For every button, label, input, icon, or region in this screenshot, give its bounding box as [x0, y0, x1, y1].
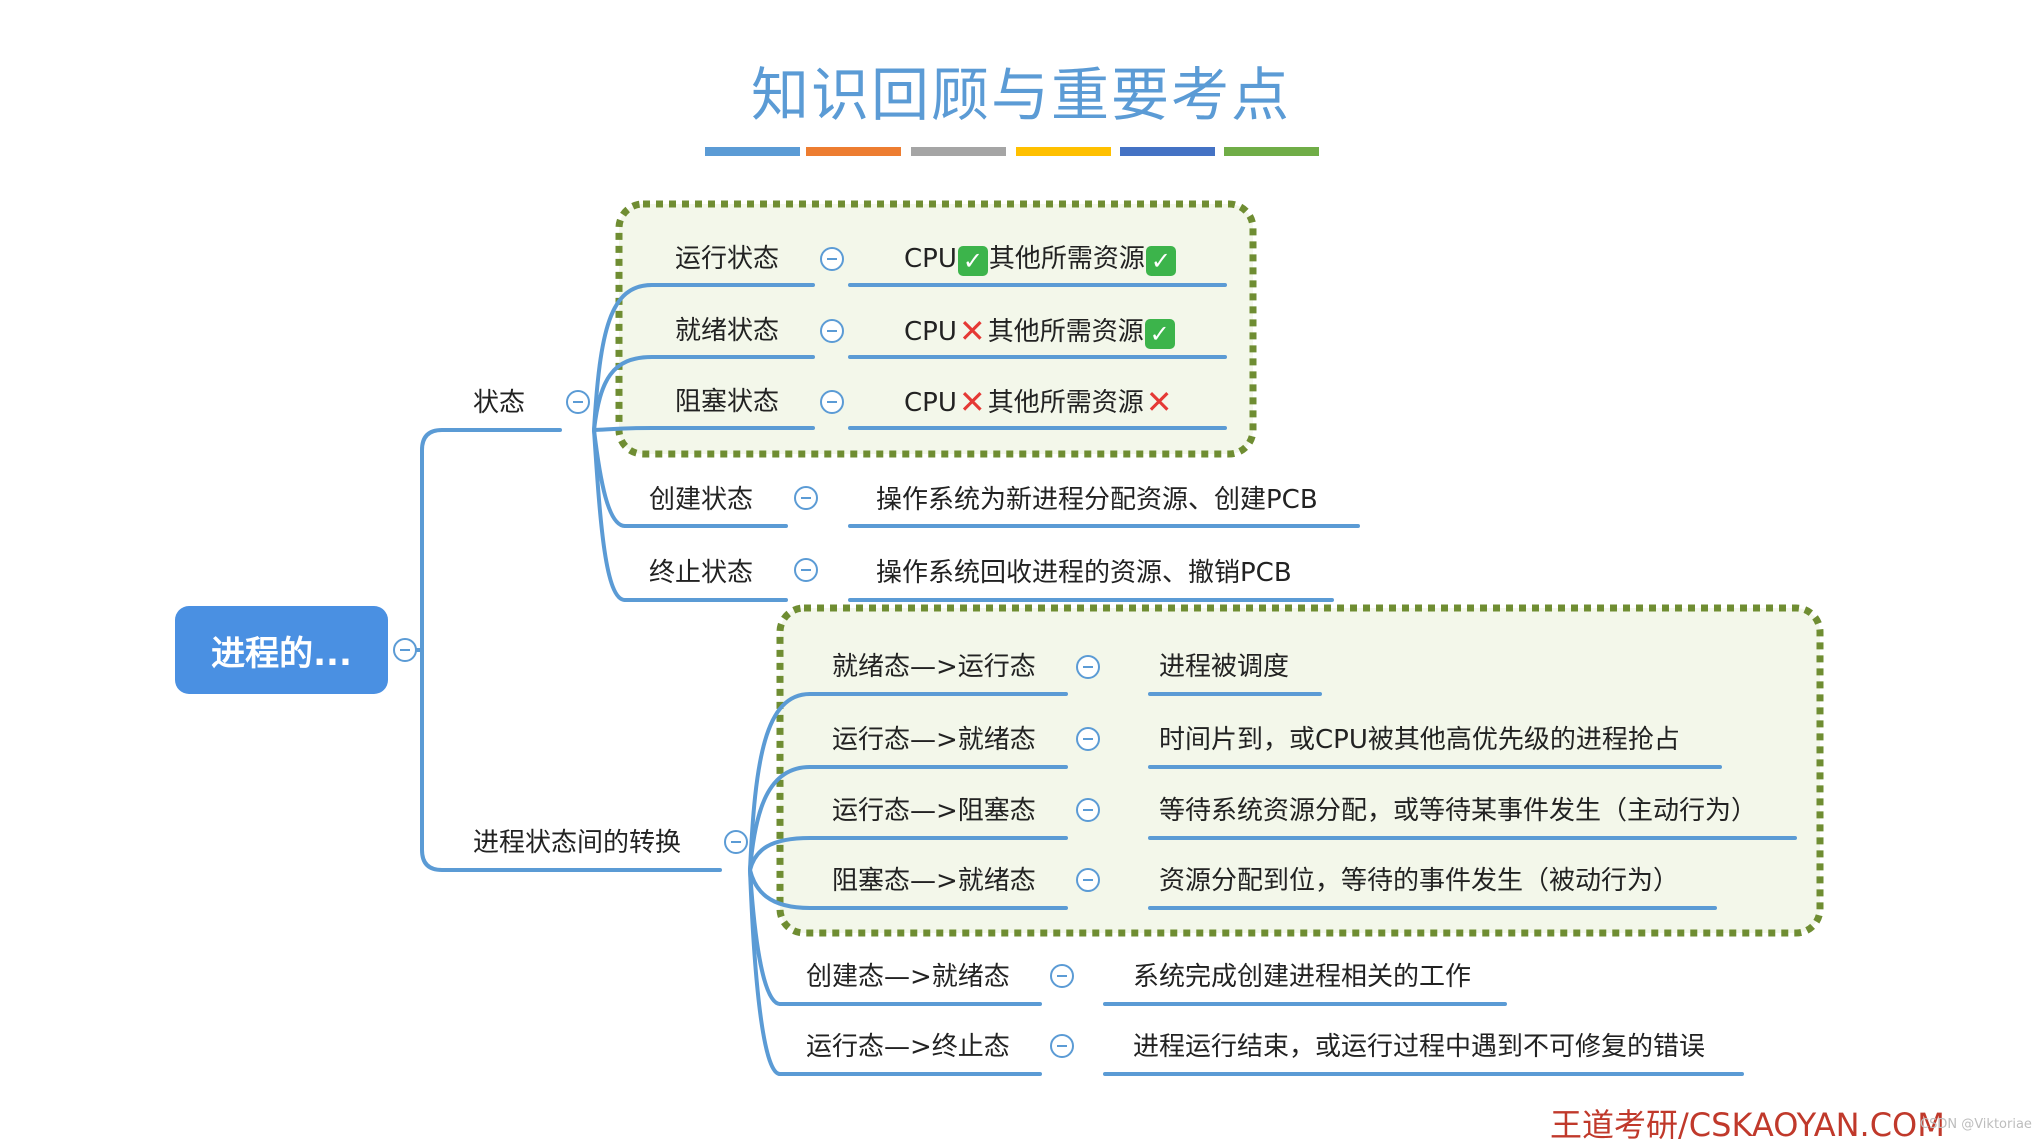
transition-item-detail: 等待系统资源分配，或等待某事件发生（主动行为） — [1159, 796, 1758, 826]
transition-item-toggle[interactable] — [1076, 868, 1100, 892]
terminated-state-detail: 操作系统回收进程的资源、撤销PCB — [876, 558, 1292, 588]
terminated-state-node[interactable]: 终止状态 — [649, 558, 754, 588]
ready-state-detail: CPU✕其他所需资源✓ — [904, 314, 1176, 349]
check-icon: ✓ — [1145, 246, 1176, 276]
watermark: CSDN @Viktoriae — [1920, 1117, 2032, 1132]
running-cpu-label: CPU — [904, 244, 957, 274]
transition-item-label[interactable]: 运行态—>阻塞态 — [832, 796, 1036, 826]
connector-root-transitions — [420, 648, 449, 872]
color-bar-1 — [705, 147, 800, 156]
check-icon: ✓ — [1144, 319, 1175, 349]
ready-state-toggle[interactable] — [820, 319, 844, 343]
transition-highlight-box — [776, 604, 1824, 937]
transition-item-label[interactable]: 阻塞态—>就绪态 — [832, 866, 1036, 896]
brand-footer: 王道考研/CSKAOYAN.COM — [1550, 1106, 1945, 1144]
root-node[interactable]: 进程的... — [175, 606, 388, 694]
cross-icon: ✕ — [958, 312, 986, 350]
page-title: 知识回顾与重要考点 — [750, 61, 1291, 129]
created-state-detail: 操作系统为新进程分配资源、创建PCB — [876, 485, 1318, 515]
color-bar-2 — [806, 147, 901, 156]
blocked-cpu-label: CPU — [904, 388, 957, 418]
created-state-node[interactable]: 创建状态 — [649, 485, 754, 515]
transition-item-toggle[interactable] — [1050, 964, 1074, 988]
transitions-node[interactable]: 进程状态间的转换 — [473, 828, 682, 858]
check-icon: ✓ — [957, 246, 988, 276]
running-resources-label: 其他所需资源 — [988, 244, 1145, 274]
transition-item-detail: 进程被调度 — [1159, 652, 1290, 682]
transitions-collapse-toggle[interactable] — [724, 830, 748, 854]
transition-item-detail: 时间片到，或CPU被其他高优先级的进程抢占 — [1159, 725, 1680, 755]
ready-state-node[interactable]: 就绪状态 — [675, 316, 780, 346]
running-state-node[interactable]: 运行状态 — [675, 244, 780, 274]
blocked-state-detail: CPU✕其他所需资源✕ — [904, 385, 1175, 420]
running-state-toggle[interactable] — [820, 247, 844, 271]
transition-item-toggle[interactable] — [1076, 655, 1100, 679]
blocked-resources-label: 其他所需资源 — [987, 388, 1144, 418]
transition-item-label[interactable]: 运行态—>终止态 — [806, 1032, 1010, 1062]
states-collapse-toggle[interactable] — [566, 390, 590, 414]
color-bar-6 — [1224, 147, 1319, 156]
color-bar-5 — [1120, 147, 1215, 156]
transition-item-label[interactable]: 就绪态—>运行态 — [832, 652, 1036, 682]
transition-item-label[interactable]: 运行态—>就绪态 — [832, 725, 1036, 755]
state-highlight-box — [615, 200, 1257, 458]
cross-icon: ✕ — [1145, 383, 1173, 421]
transition-item-label[interactable]: 创建态—>就绪态 — [806, 962, 1010, 992]
connector-root-states — [413, 428, 449, 652]
terminated-state-toggle[interactable] — [794, 558, 818, 582]
color-bar-3 — [911, 147, 1006, 156]
transition-item-detail: 系统完成创建进程相关的工作 — [1133, 962, 1472, 992]
created-state-toggle[interactable] — [794, 486, 818, 510]
transition-item-detail: 资源分配到位，等待的事件发生（被动行为） — [1159, 866, 1680, 896]
cross-icon: ✕ — [958, 383, 986, 421]
color-bar-4 — [1016, 147, 1111, 156]
transition-item-toggle[interactable] — [1076, 798, 1100, 822]
transition-item-toggle[interactable] — [1050, 1034, 1074, 1058]
blocked-state-node[interactable]: 阻塞状态 — [675, 387, 780, 417]
transition-item-toggle[interactable] — [1076, 727, 1100, 751]
blocked-state-toggle[interactable] — [820, 390, 844, 414]
transition-item-detail: 进程运行结束，或运行过程中遇到不可修复的错误 — [1133, 1032, 1706, 1062]
root-collapse-toggle[interactable] — [393, 638, 417, 662]
ready-resources-label: 其他所需资源 — [987, 317, 1144, 347]
ready-cpu-label: CPU — [904, 317, 957, 347]
states-node[interactable]: 状态 — [473, 388, 526, 418]
running-state-detail: CPU✓其他所需资源✓ — [904, 242, 1177, 276]
